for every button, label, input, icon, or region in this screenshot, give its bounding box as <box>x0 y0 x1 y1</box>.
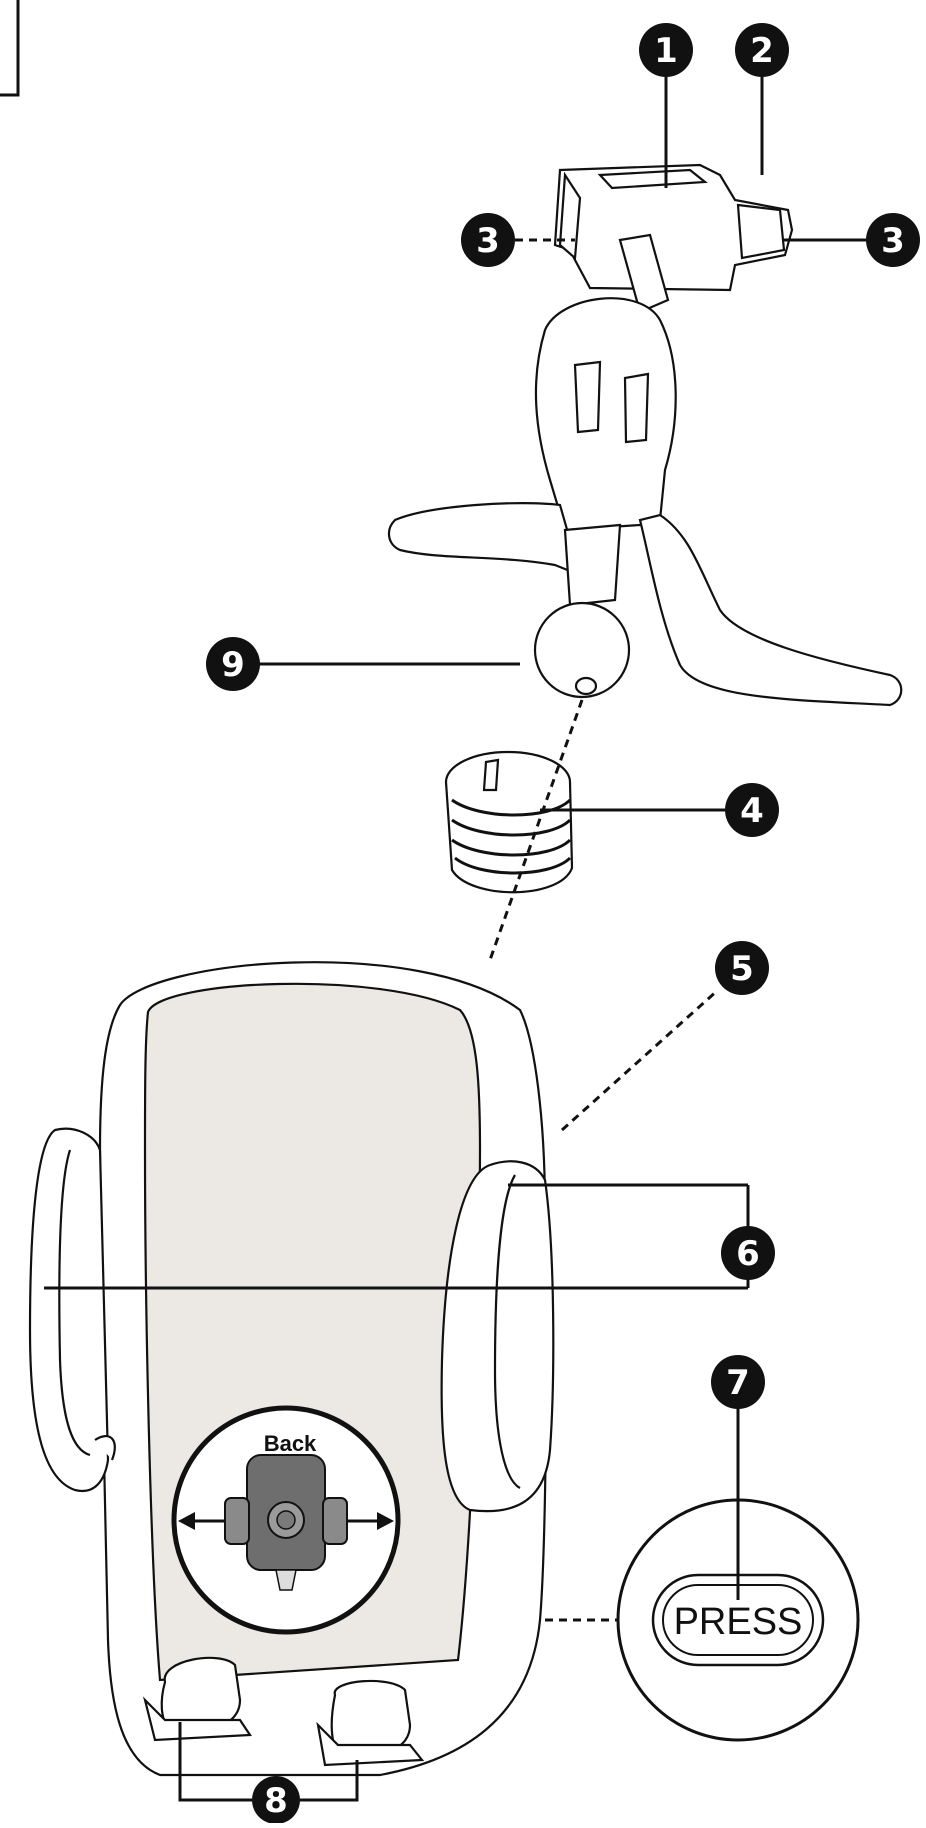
callout-8-number: 8 <box>264 1781 288 1821</box>
callout-5-number: 5 <box>730 949 754 989</box>
callout-2-number: 2 <box>750 31 774 71</box>
callout-9-number: 9 <box>221 645 245 685</box>
callout-4-number: 4 <box>740 791 764 831</box>
leader-lines <box>44 75 868 1802</box>
press-label: PRESS <box>674 1601 803 1643</box>
callout-6: 6 <box>721 1226 775 1280</box>
threaded-collar <box>444 750 574 894</box>
callout-8: 8 <box>252 1776 300 1824</box>
callout-7-number: 7 <box>726 1363 750 1403</box>
back-label: Back <box>264 1431 317 1456</box>
callout-3-right: 3 <box>866 213 920 267</box>
headrest-clamp <box>387 163 903 707</box>
callout-4: 4 <box>725 783 779 837</box>
release-button-detail: PRESS <box>616 1498 860 1742</box>
callout-9: 9 <box>206 637 260 691</box>
callout-5: 5 <box>715 941 769 995</box>
axis-line <box>488 699 584 961</box>
callout-3-left: 3 <box>461 213 515 267</box>
callout-2: 2 <box>735 23 789 77</box>
callout-7: 7 <box>711 1355 765 1409</box>
phone-holder: Back <box>28 961 555 1777</box>
callout-6-number: 6 <box>736 1234 760 1274</box>
callout-1-number: 1 <box>654 31 678 71</box>
frame-corner <box>0 0 20 97</box>
callout-3-right-number: 3 <box>881 221 905 261</box>
callout-1: 1 <box>639 23 693 77</box>
callout-3-left-number: 3 <box>476 221 500 261</box>
